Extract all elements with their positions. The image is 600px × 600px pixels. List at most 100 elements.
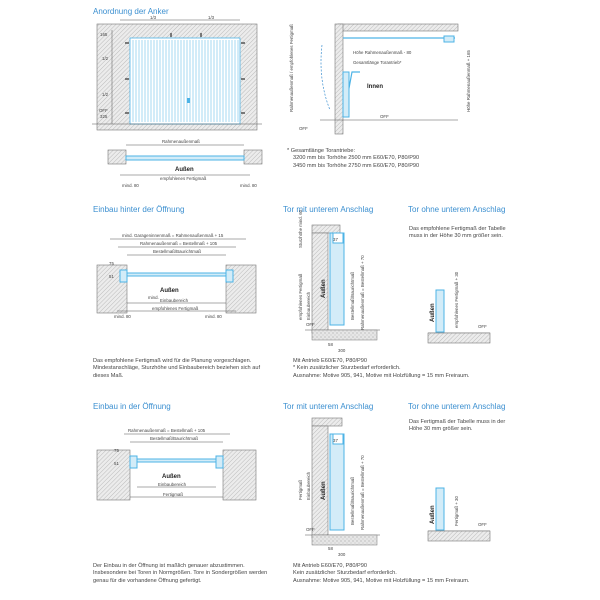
- label-fertigmass-vert-2: Fertigmaß: [298, 480, 303, 500]
- note-ohne-2: Das Fertigmaß der Tabelle muss in der Hö…: [409, 419, 506, 433]
- note-unten2-a: Mit Antrieb E60/E70, P80/P90: [293, 563, 368, 569]
- label-mind-garagen: mind. Garageninnenmaß = Rahmenaußenmaß +…: [122, 233, 224, 238]
- note-unten1-a: Mit Antrieb E60/E70, P80/P90: [293, 358, 368, 364]
- einbau-hinter-diagram: mind. Garageninnenmaß = Rahmenaußenmaß +…: [96, 233, 257, 319]
- label-325: 325: [100, 114, 108, 119]
- ohne-anschlag-2-diagram: OFF Außen Fertigmaß + 30: [427, 487, 491, 542]
- note-unten1-c: Ausnahme: Motive 905, 941, Motive mit Ho…: [293, 372, 470, 379]
- door-frame: [129, 37, 241, 125]
- label-mind-hinter: mind.: [148, 295, 159, 300]
- label-37-2: 37: [333, 438, 338, 443]
- note-hinter: Das empfohlene Fertigmaß wird für die Pl…: [93, 358, 260, 379]
- heading-ohne-anschlag-1: Tor ohne unterem Anschlag: [408, 205, 506, 214]
- label-empf-fertig-hinter: empfohlenes Fertigmaß: [152, 306, 199, 311]
- label-rahmen-bestell: Rahmenaußenmaß = Bestellmaß + 105: [140, 241, 218, 246]
- label-off-5: OFF: [478, 324, 487, 329]
- label-bestell-vert-1: Bestellmaß/Baurichtmaß: [350, 272, 355, 320]
- label-einbaubereich-vert-2: Einbaubereich: [306, 471, 311, 500]
- note-ohne-1: Das empfohlene Fertigmaß der Tabelle mus…: [409, 226, 506, 240]
- hinter-door: [126, 272, 227, 277]
- note-in: Der Einbau in der Öffnung ist maßlich ge…: [93, 563, 268, 584]
- heading-einbau-hinter: Einbau hinter der Öffnung: [93, 205, 185, 214]
- label-empf-fertigmass-plan: empfohlenes Fertigmaß: [160, 176, 207, 181]
- label-fertigmass-30: Fertigmaß + 30: [454, 496, 459, 526]
- label-rahmen-bestell70-1: Rahmenaußenmaß = Bestellmaß + 70: [360, 255, 365, 330]
- label-mind80-left: mind. 80: [122, 183, 139, 188]
- label-off-4: OFF: [306, 322, 315, 327]
- label-51-2: 51: [114, 461, 119, 466]
- heading-ohne-anschlag-2: Tor ohne unterem Anschlag: [408, 402, 506, 411]
- note-unten1-b: * Kein zusätzlicher Sturzbedarf erforder…: [293, 365, 401, 372]
- label-bestell-bauricht-2: Bestellmaß/Baurichtmaß: [150, 436, 198, 441]
- plan-view-diagram: Rahmenaußenmaß Außen empfohlenes Fertigm…: [107, 139, 263, 188]
- label-37-1: 37: [333, 237, 338, 242]
- label-bestell-bauricht-1: Bestellmaß/Baurichtmaß: [153, 249, 201, 254]
- label-einbaubereich-vert-1: Einbaubereich: [306, 291, 311, 320]
- einbau-in-diagram: Rahmenaußenmaß = Bestellmaß + 105 Bestel…: [96, 428, 257, 501]
- label-rahmen-hoehe-vert: Rahmenaußenmaß / empfohlenes Fertigmaß: [289, 24, 294, 112]
- front-elevation-diagram: 1/3 1/3 165 1/2 1/2 325 OFF: [92, 15, 262, 131]
- heading-anordnung: Anordnung der Anker: [93, 7, 169, 16]
- label-fertigmass-in: Fertigmaß: [163, 492, 183, 497]
- heading-unten-anschlag-2: Tor mit unterem Anschlag: [283, 402, 374, 411]
- swing-path: [320, 44, 331, 111]
- door-handle: [187, 98, 190, 103]
- label-bestell-vert-2: Bestellmaß/Baurichtmaß: [350, 477, 355, 525]
- door-panel-ribs: [132, 40, 239, 122]
- label-mind80-right: mind. 80: [240, 183, 257, 188]
- label-off-2: OFF: [299, 126, 308, 131]
- section-drive-diagram: Höhe Rahmenaußenmaß - 80 Gesamtlänge Tor…: [289, 23, 471, 135]
- note-gesamtlaenge: * Gesamtlänge Torantriebe: 3200 mm bis T…: [287, 148, 487, 170]
- label-58-1: 58: [328, 342, 333, 347]
- label-off-3: OFF: [380, 114, 389, 119]
- note-unten-2: Mit Antrieb E60/E70, P80/P90 Kein zusätz…: [293, 563, 533, 585]
- ohne-anschlag-1-diagram: OFF Außen empfohlenes Fertigmaß + 30: [427, 271, 491, 344]
- anchor-marks: [125, 33, 245, 114]
- label-mind80-h1: mind. 80: [114, 314, 131, 319]
- label-aussen-plan: Außen: [175, 167, 194, 173]
- note-unten2-c: Ausnahme: Motive 905, 941, Motive mit Ho…: [293, 577, 470, 584]
- label-mind80-h2: mind. 80: [205, 314, 222, 319]
- label-half-1: 1/2: [102, 56, 109, 61]
- label-einbaubereich-1: Einbaubereich: [160, 298, 189, 303]
- label-aussen-vert-2: Außen: [321, 481, 327, 500]
- label-half-2: 1/2: [102, 92, 109, 97]
- label-gesamtlaenge: Gesamtlänge Torantrieb*: [353, 60, 402, 65]
- label-300-1: 300: [338, 348, 346, 353]
- label-rahmen-bestell-2: Rahmenaußenmaß = Bestellmaß + 105: [128, 428, 206, 433]
- note-gesamt-title: * Gesamtlänge Torantriebe:: [287, 148, 355, 154]
- label-rahmen-bestell70-2: Rahmenaußenmaß = Bestellmaß + 70: [360, 455, 365, 530]
- label-165: 165: [100, 32, 108, 37]
- label-aussen-vert-1: Außen: [321, 279, 327, 298]
- label-third-1: 1/3: [150, 15, 157, 20]
- label-58-2: 58: [328, 546, 333, 551]
- label-hoehe-rahmen: Höhe Rahmenaußenmaß - 80: [353, 50, 412, 55]
- plan-door: [125, 155, 245, 161]
- label-einbaubereich-2: Einbaubereich: [158, 482, 187, 487]
- label-51-1: 51: [109, 274, 114, 279]
- label-hoehe-rahmen-vert: Höhe Rahmenaußenmaß + 165: [466, 50, 471, 112]
- label-aussen-ohne-2: Außen: [430, 505, 436, 524]
- label-sturzhoehe: Sturzhöhe mind. 60: [298, 209, 303, 248]
- note-unten2-b: Kein zusätzlicher Sturzbedarf erforderli…: [293, 570, 397, 577]
- label-aussen-in: Außen: [162, 474, 181, 480]
- label-300-2: 300: [338, 552, 346, 557]
- label-aussen-hinter: Außen: [160, 288, 179, 294]
- note-gesamt-1: 3200 mm bis Torhöhe 2500 mm E60/E70, P80…: [293, 155, 420, 162]
- in-door: [136, 458, 217, 463]
- label-empf-fertig30: empfohlenes Fertigmaß + 30: [454, 271, 459, 328]
- heading-unten-anschlag-1: Tor mit unterem Anschlag: [283, 205, 374, 214]
- label-75-2: 75: [114, 448, 119, 453]
- label-innen: Innen: [367, 84, 383, 90]
- label-off-1: OFF: [99, 108, 108, 113]
- label-third-2: 1/3: [208, 15, 215, 20]
- label-75-1: 75: [109, 261, 114, 266]
- note-gesamt-2: 3450 mm bis Torhöhe 2750 mm E60/E70, P80…: [293, 162, 420, 169]
- label-off-7: OFF: [478, 522, 487, 527]
- label-aussen-ohne-1: Außen: [430, 303, 436, 322]
- label-off-6: OFF: [306, 527, 315, 532]
- label-rahmenaussenmass-plan: Rahmenaußenmaß: [162, 139, 200, 144]
- note-unten-1: Mit Antrieb E60/E70, P80/P90 * Kein zusä…: [293, 358, 533, 380]
- unten-anschlag-1-diagram: 37 OFF 58 300 Sturzhöhe mind. 60 empfohl…: [298, 209, 380, 353]
